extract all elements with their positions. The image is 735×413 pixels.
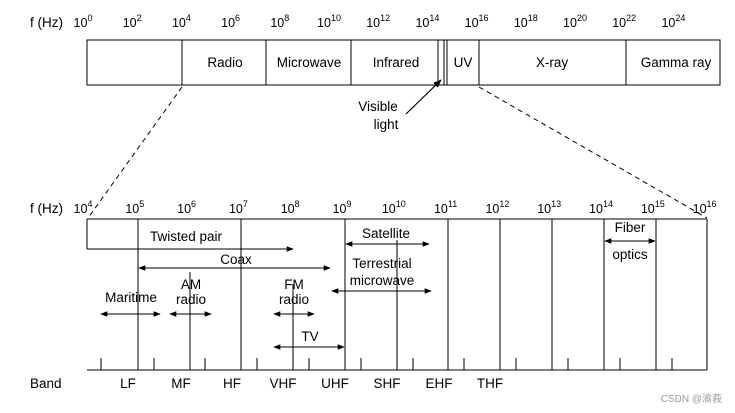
band-thf: THF — [477, 376, 503, 391]
bottom-decade-lines — [137, 219, 657, 370]
bottom-tick-7: 1011 — [434, 199, 457, 216]
top-tick-9: 1018 — [514, 13, 538, 30]
top-tick-labels: 100 102 104 106 108 1010 1012 1014 1016 1018 1020 1… — [74, 13, 686, 30]
bottom-tick-12: 1016 — [693, 199, 717, 216]
band-row-label: Band — [30, 376, 62, 391]
zoom-line-right — [478, 86, 708, 219]
bottom-tick-9: 1013 — [537, 199, 561, 216]
coax-label: Coax — [220, 252, 252, 267]
top-tick-10: 1020 — [563, 13, 587, 30]
top-axis-label: f (Hz) — [30, 15, 63, 30]
top-tick-7: 1014 — [415, 13, 439, 30]
bottom-tick-5: 109 — [333, 199, 352, 216]
bottom-tick-4: 108 — [281, 199, 300, 216]
fiber-label-line1: Fiber — [615, 220, 646, 235]
visible-light-arrow — [405, 79, 442, 115]
region-gamma-ray: Gamma ray — [641, 55, 712, 70]
bottom-tick-6: 1010 — [382, 199, 406, 216]
top-spectrum-bar — [86, 39, 721, 86]
top-tick-12: 1024 — [661, 13, 685, 30]
bottom-tick-3: 107 — [229, 199, 248, 216]
twisted-pair-label: Twisted pair — [150, 229, 223, 244]
region-infrared: Infrared — [373, 55, 420, 70]
terrestrial-label-line2: microwave — [350, 273, 415, 288]
region-microwave: Microwave — [277, 55, 342, 70]
top-tick-4: 108 — [270, 13, 289, 30]
bottom-tick-11: 1015 — [641, 199, 665, 216]
top-tick-5: 1010 — [317, 13, 341, 30]
bottom-tick-0: 104 — [74, 199, 93, 216]
fm-label-line1: FM — [284, 277, 304, 292]
region-radio: Radio — [207, 55, 242, 70]
fm-label-line2: radio — [279, 292, 309, 307]
bottom-axis-label: f (Hz) — [30, 201, 63, 216]
top-region-dividers — [181, 40, 627, 85]
fiber-label-line2: optics — [612, 247, 648, 262]
region-uv: UV — [454, 55, 473, 70]
bottom-tick-8: 1012 — [485, 199, 509, 216]
band-shf: SHF — [374, 376, 401, 391]
band-ehf: EHF — [426, 376, 453, 391]
visible-label-line2: light — [374, 117, 399, 132]
region-xray: X-ray — [536, 55, 569, 70]
band-boundary-ticks — [100, 358, 673, 370]
terrestrial-label-line1: Terrestrial — [352, 256, 411, 271]
band-uhf: UHF — [321, 376, 349, 391]
top-tick-3: 106 — [221, 13, 240, 30]
bottom-tick-10: 1014 — [589, 199, 613, 216]
am-label-line1: AM — [181, 277, 201, 292]
top-tick-2: 104 — [172, 13, 191, 30]
band-lf: LF — [120, 376, 136, 391]
bottom-tick-2: 106 — [177, 199, 196, 216]
band-hf: HF — [223, 376, 241, 391]
bottom-tick-1: 105 — [125, 199, 144, 216]
bottom-tick-labels: 104 105 106 107 108 109 1010 1011 1012 1013 1014 10… — [74, 199, 717, 216]
tv-label: TV — [301, 329, 318, 344]
band-vhf: VHF — [270, 376, 297, 391]
band-mf: MF — [171, 376, 191, 391]
top-tick-8: 1016 — [465, 13, 489, 30]
visible-label-line1: Visible — [358, 99, 398, 114]
zoom-line-left — [87, 86, 183, 219]
satellite-label: Satellite — [362, 226, 410, 241]
maritime-label: Maritime — [105, 290, 157, 305]
top-tick-11: 1022 — [612, 13, 636, 30]
am-label-line2: radio — [176, 292, 206, 307]
top-tick-6: 1012 — [366, 13, 390, 30]
top-tick-0: 100 — [74, 13, 93, 30]
watermark-text: CSDN @渝莪 — [661, 392, 722, 405]
top-tick-1: 102 — [123, 13, 142, 30]
